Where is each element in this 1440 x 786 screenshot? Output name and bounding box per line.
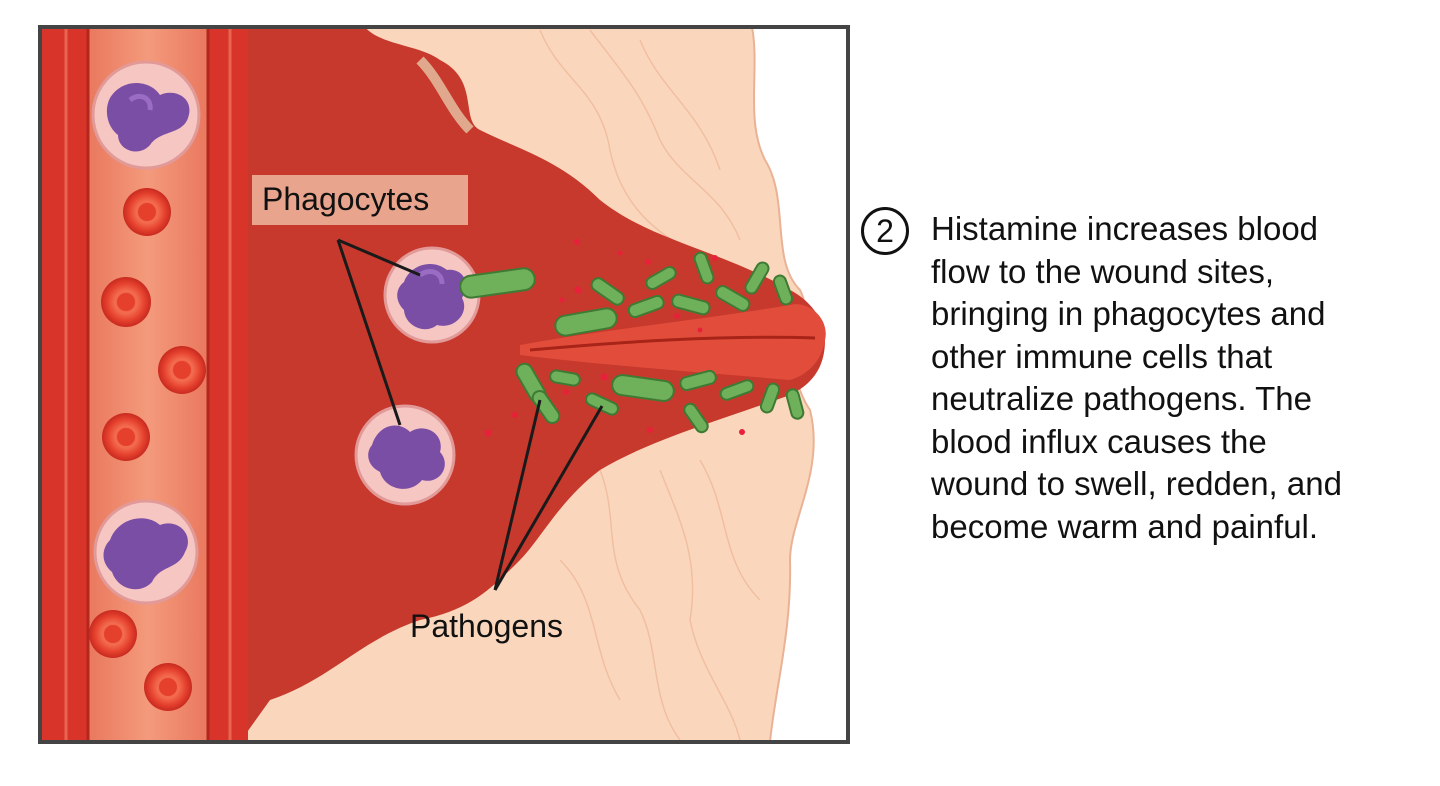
caption-line: become warm and painful. <box>931 507 1319 545</box>
caption-line: wound to swell, redden, and <box>931 465 1342 502</box>
pathogen <box>744 261 770 295</box>
red-blood-cell <box>89 610 137 658</box>
red-blood-cells <box>89 188 206 711</box>
pathogens-group <box>459 251 805 434</box>
diagram-frame <box>38 25 850 744</box>
phagocytes-label: Phagocytes <box>262 181 429 217</box>
phagocyte-cells <box>91 60 481 605</box>
pathogen <box>611 374 675 402</box>
pathogen <box>645 266 677 290</box>
wound-cut <box>520 304 826 380</box>
pathogens-label: Pathogens <box>410 608 563 644</box>
pathogen <box>549 369 581 387</box>
pathogen <box>719 379 755 401</box>
phagocyte-cell <box>354 404 456 506</box>
pathogen <box>590 277 625 306</box>
illustration-area: Phagocytes Pathogens <box>40 27 848 742</box>
pathogen <box>759 382 781 414</box>
pathogen <box>772 274 794 306</box>
step-number-badge: 2 <box>861 207 909 255</box>
tissue-fibers <box>539 29 761 741</box>
pathogen <box>671 293 711 316</box>
caption-line: flow to the wound sites, <box>931 252 1275 290</box>
pathogen <box>693 251 715 285</box>
leader-lines <box>336 238 604 591</box>
red-blood-cell <box>123 188 171 236</box>
pathogen <box>531 389 561 425</box>
step-description: Histamine increases blood flow to the wo… <box>931 208 1401 548</box>
pathogen <box>679 369 717 392</box>
caption-line: other immune cells that <box>931 337 1273 375</box>
red-blood-cell <box>158 346 206 394</box>
red-blood-cell <box>101 277 151 327</box>
caption-line: Histamine increases blood <box>931 210 1319 247</box>
red-blood-cell <box>144 663 192 711</box>
caption-line: neutralize pathogens. The <box>931 380 1312 417</box>
pathogen <box>785 388 805 420</box>
blood-droplets <box>484 239 745 437</box>
phagocytes-label-bg <box>252 175 468 225</box>
pathogen <box>554 307 618 337</box>
pathogen <box>683 402 709 434</box>
pathogen <box>627 294 665 319</box>
caption-line: bringing in phagocytes and <box>931 295 1326 332</box>
pathogen <box>715 284 751 312</box>
caption-line: blood influx causes the <box>931 422 1267 460</box>
phagocyte-cell <box>91 60 201 170</box>
phagocyte-cell <box>93 499 199 605</box>
red-blood-cell <box>102 413 150 461</box>
pathogen <box>459 267 536 299</box>
